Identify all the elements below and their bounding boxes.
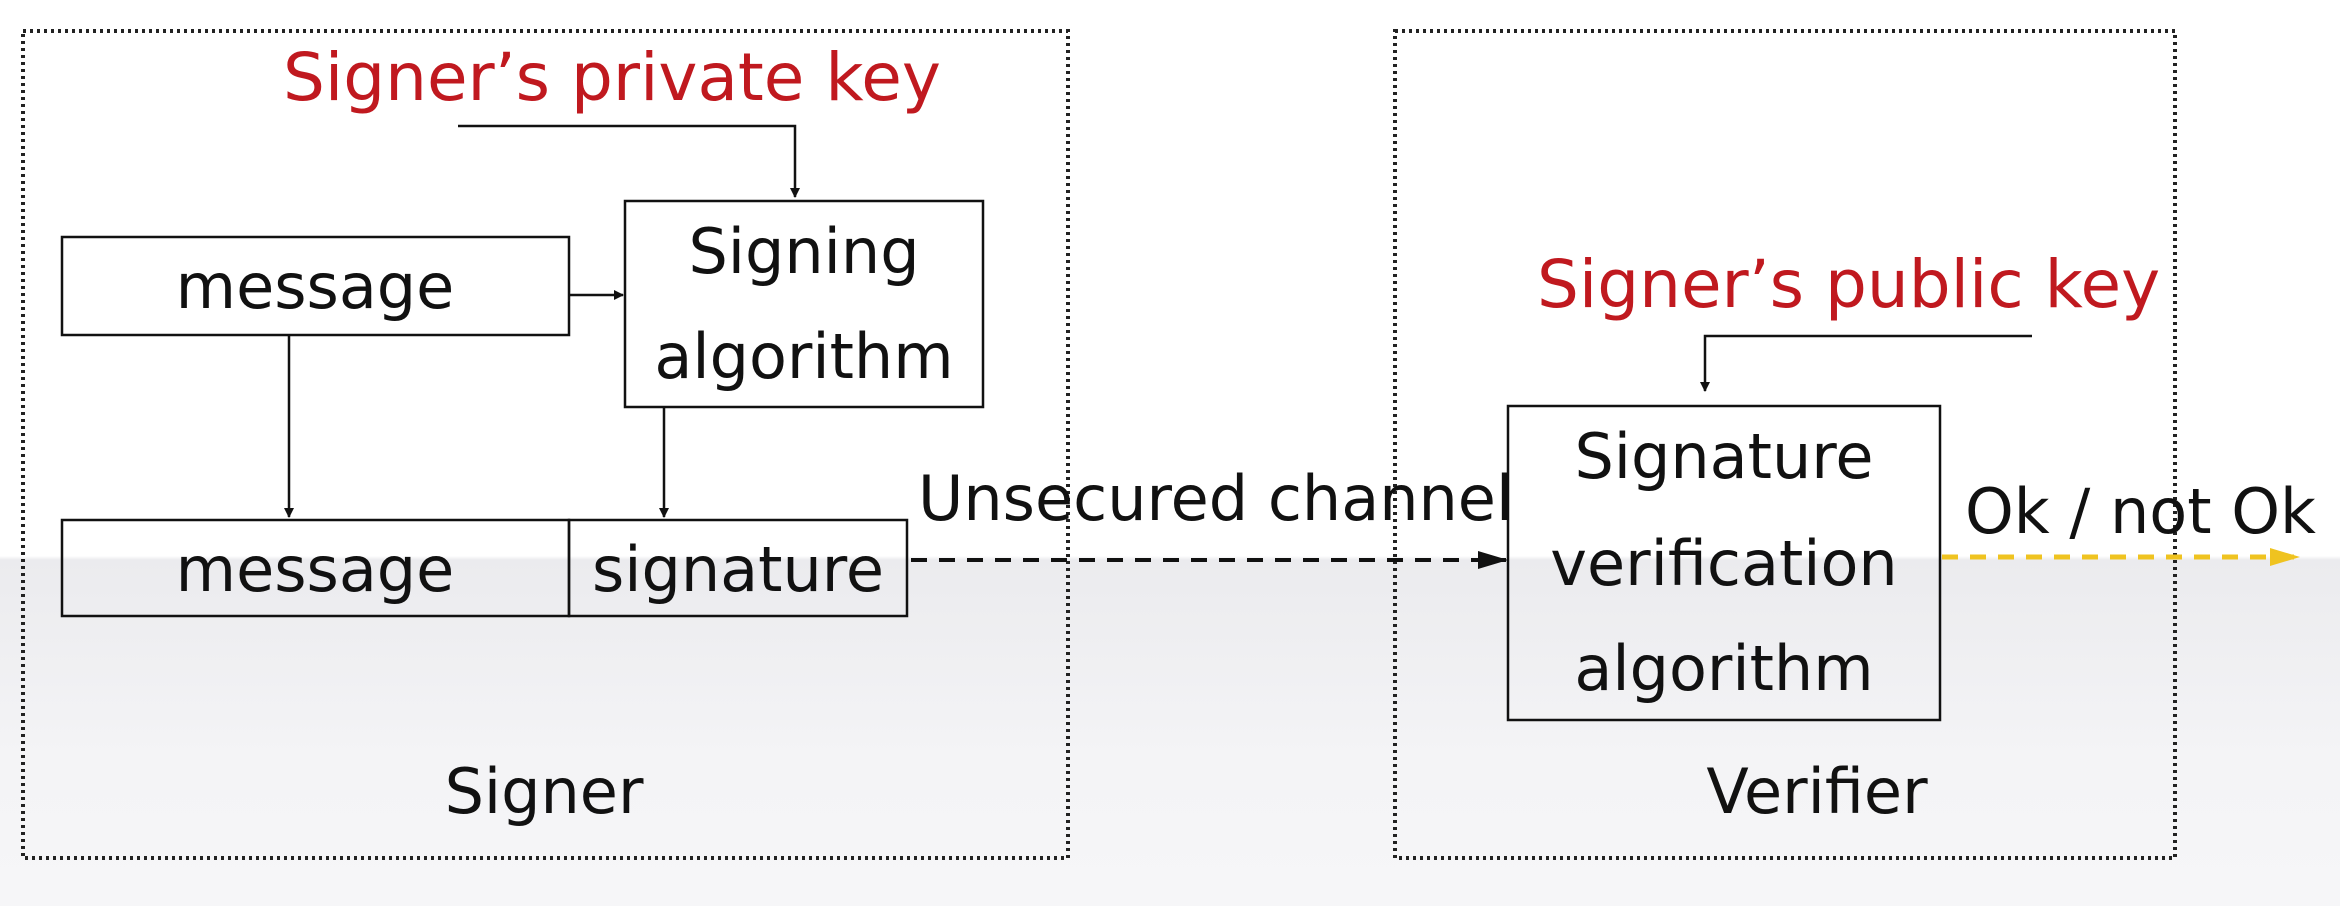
- unsecured-channel-label: Unsecured channel: [918, 462, 1513, 535]
- verification-algorithm-line3: algorithm: [1574, 632, 1873, 705]
- verification-algorithm-line1: Signature: [1574, 420, 1873, 493]
- private-key-arrow: [458, 124, 800, 198]
- verifier-group-label: Verifier: [1706, 755, 1928, 828]
- public-key-arrow: [1700, 334, 2032, 392]
- verifier-public-key-label: Signer’s public key: [1537, 246, 2160, 323]
- signing-algorithm-line1: Signing: [688, 215, 919, 288]
- message-box: [60, 235, 571, 337]
- verifier-group-border: [1393, 29, 2177, 860]
- verification-algorithm-line2: verification: [1550, 527, 1897, 600]
- result-label: Ok / not Ok: [1965, 475, 2316, 548]
- signing-algorithm-line2: algorithm: [654, 320, 953, 393]
- output-signature-box: [567, 518, 909, 618]
- message-label: message: [176, 250, 455, 323]
- signer-group-label: Signer: [445, 755, 644, 828]
- signer-group-border: [21, 29, 1070, 860]
- signing-algorithm-box: [623, 199, 985, 409]
- output-message-label: message: [176, 533, 455, 606]
- signer-private-key-label: Signer’s private key: [283, 39, 941, 116]
- output-signature-label: signature: [592, 533, 884, 606]
- verification-algorithm-box: [1506, 404, 1942, 722]
